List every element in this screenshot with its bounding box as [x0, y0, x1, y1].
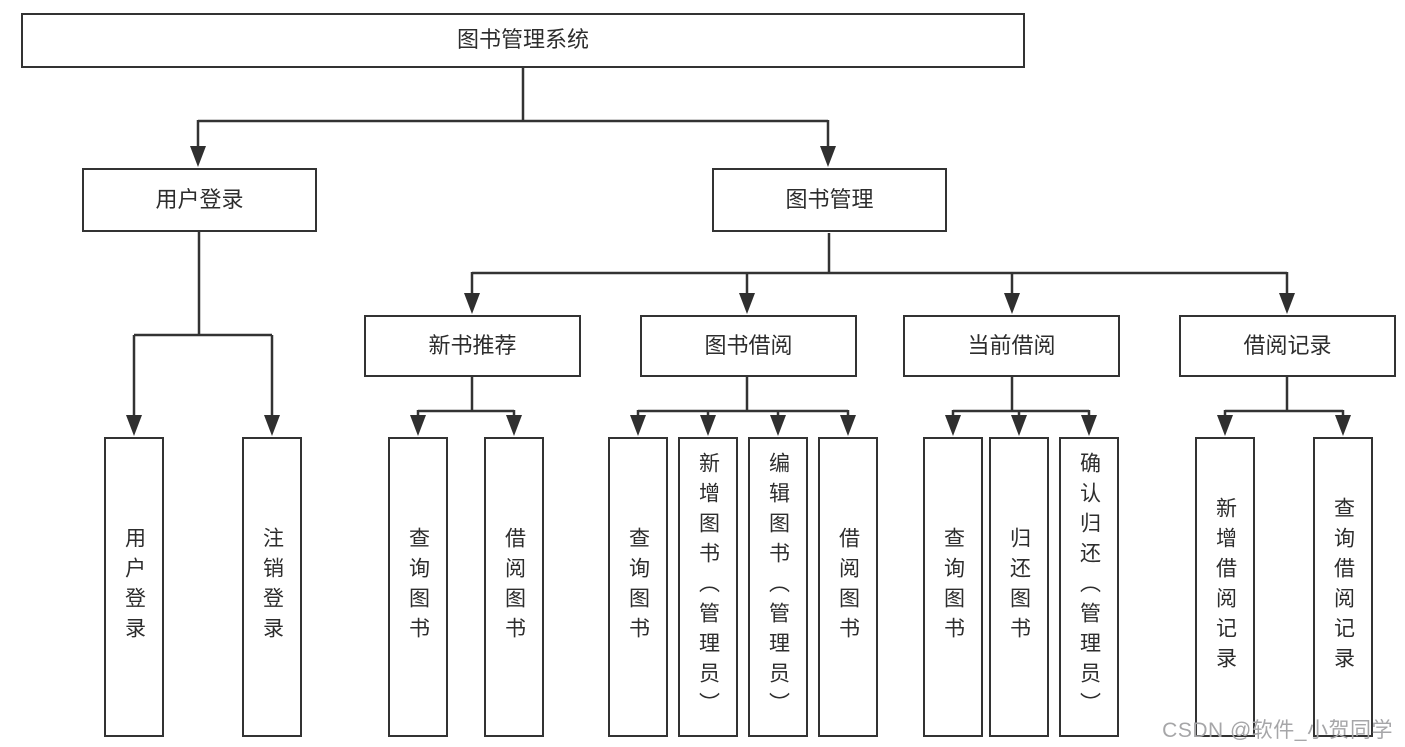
node-borrow-books-recommendation: 借阅图书	[484, 437, 544, 737]
node-query-books-current: 查询图书	[923, 437, 983, 737]
node-add-borrowing-record: 新增借阅记录	[1195, 437, 1255, 737]
node-current-borrowing: 当前借阅	[903, 315, 1120, 377]
node-user-login: 用户登录	[82, 168, 317, 232]
node-borrow-books-borrowing: 借阅图书	[818, 437, 878, 737]
node-book-borrowing: 图书借阅	[640, 315, 857, 377]
node-confirm-return-admin: 确认归还（管理员）	[1059, 437, 1119, 737]
node-edit-books-admin: 编辑图书（管理员）	[748, 437, 808, 737]
watermark: CSDN @软件_小贺同学	[1162, 719, 1393, 742]
node-borrowing-records: 借阅记录	[1179, 315, 1396, 377]
node-logout-action: 注销登录	[242, 437, 302, 737]
node-return-books: 归还图书	[989, 437, 1049, 737]
node-query-books-borrowing: 查询图书	[608, 437, 668, 737]
node-query-books-recommendation: 查询图书	[388, 437, 448, 737]
node-query-borrowing-record: 查询借阅记录	[1313, 437, 1373, 737]
node-add-books-admin: 新增图书（管理员）	[678, 437, 738, 737]
node-book-management: 图书管理	[712, 168, 947, 232]
node-library-management-system: 图书管理系统	[21, 13, 1025, 68]
node-new-book-recommendation: 新书推荐	[364, 315, 581, 377]
node-user-login-action: 用户登录	[104, 437, 164, 737]
